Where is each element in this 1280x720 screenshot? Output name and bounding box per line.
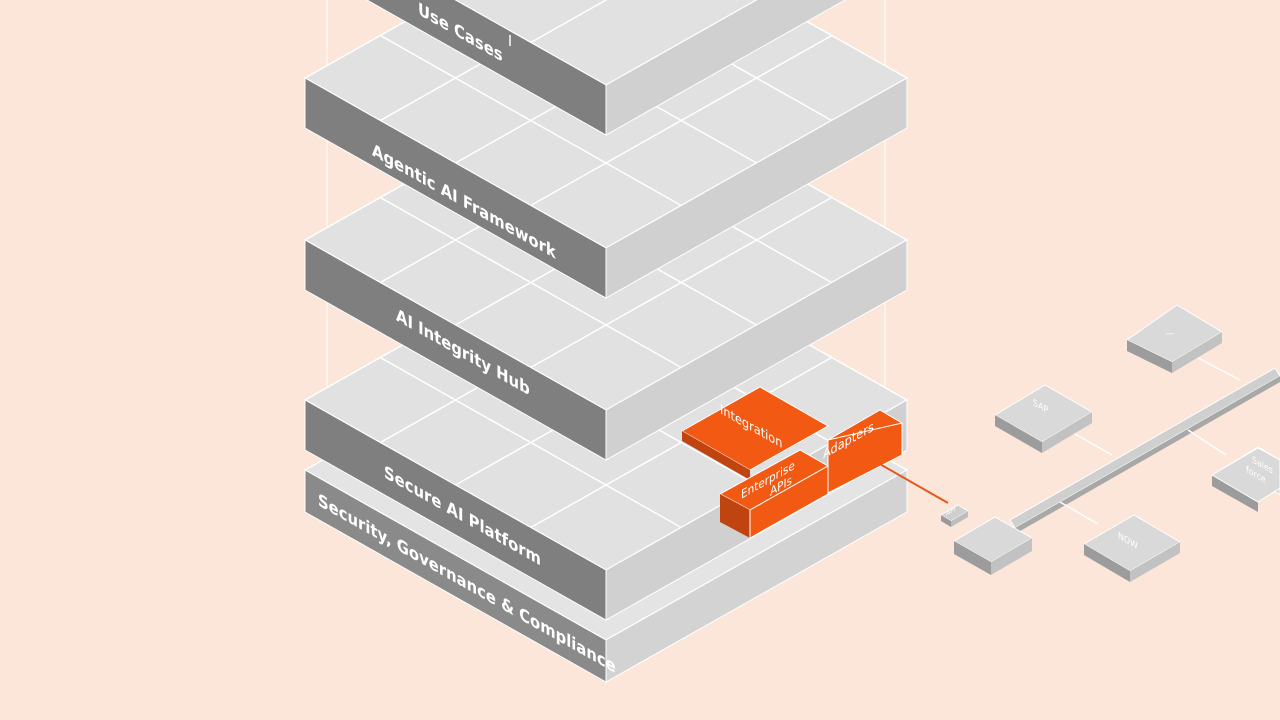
tile-grid	[455, 0, 608, 44]
layer-use-cases: Use Cases	[365, 0, 847, 136]
system-top-label: —	[1166, 329, 1175, 339]
system-salesforce: Sales force	[1210, 446, 1280, 512]
integration-bus	[1009, 367, 1280, 534]
integration-block: Integration	[680, 386, 830, 480]
system-sap: SAP	[994, 384, 1093, 453]
api-connector: API	[877, 462, 969, 527]
adapters-block: Adapters	[823, 409, 903, 494]
system-links	[1059, 357, 1241, 525]
system-top: —	[1126, 304, 1223, 373]
hub-node	[952, 516, 1034, 575]
system-servicenow: NOW	[1083, 514, 1181, 582]
api-tag-label: API	[946, 505, 956, 518]
